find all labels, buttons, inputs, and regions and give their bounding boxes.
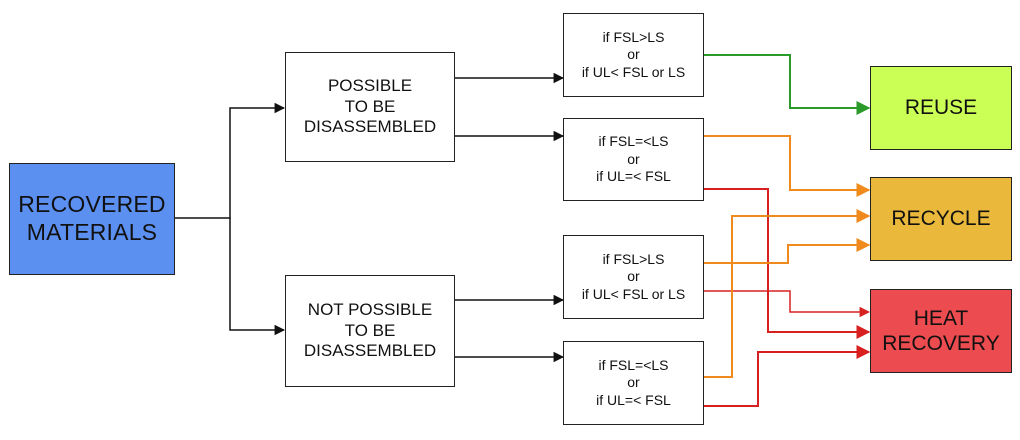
condition-2-line-1: if FSL=<LS — [598, 133, 669, 150]
condition-1-line-2: or — [627, 46, 640, 63]
condition-1-line-1: if FSL>LS — [602, 28, 665, 45]
heat-recovery-box: HEAT RECOVERY — [870, 289, 1012, 373]
arrow-cond-4-to-heat — [704, 345, 871, 407]
branch-2-line-1: NOT POSSIBLE — [307, 300, 433, 320]
recycle-box: RECYCLE — [870, 177, 1012, 261]
arrow-cond-3-to-recycle — [704, 238, 871, 264]
not-possible-disassembly-box: NOT POSSIBLE TO BE DISASSEMBLED — [285, 275, 455, 387]
condition-4-line-1: if FSL=<LS — [598, 356, 669, 373]
condition-2-line-3: if UL=< FSL — [596, 168, 671, 185]
outcome-recycle-label: RECYCLE — [891, 207, 991, 231]
branch-1-line-2: TO BE — [344, 96, 396, 116]
arrow-cond-4-to-recycle — [704, 209, 871, 378]
condition-3-line-1: if FSL>LS — [602, 250, 665, 267]
outcome-reuse-label: REUSE — [904, 96, 978, 120]
condition-3-line-2: or — [627, 268, 640, 285]
reuse-box: REUSE — [870, 66, 1012, 150]
arrow-cond-2-to-recycle — [704, 135, 871, 197]
condition-box-3: if FSL>LS or if UL< FSL or LS — [563, 235, 704, 319]
condition-4-line-2: or — [627, 374, 640, 391]
arrow-cond-1-to-reuse — [704, 54, 871, 115]
arrow-cond-3-to-heat — [704, 290, 871, 318]
condition-box-4: if FSL=<LS or if UL=< FSL — [563, 341, 704, 425]
condition-box-1: if FSL>LS or if UL< FSL or LS — [563, 13, 704, 97]
recovered-materials-box: RECOVERED MATERIALS — [9, 163, 175, 275]
branch-1-line-1: POSSIBLE — [327, 76, 413, 96]
outcome-heat-line-1: HEAT — [913, 306, 969, 330]
possible-disassembly-box: POSSIBLE TO BE DISASSEMBLED — [285, 52, 455, 162]
arrow-source-to-not-possible — [229, 218, 286, 336]
arrow-source-to-possible — [175, 102, 286, 219]
arrow-cond-2-to-heat — [704, 188, 871, 339]
source-line-2: MATERIALS — [26, 219, 158, 245]
source-line-1: RECOVERED — [18, 191, 166, 218]
condition-box-2: if FSL=<LS or if UL=< FSL — [563, 118, 704, 201]
condition-1-line-3: if UL< FSL or LS — [581, 63, 686, 80]
branch-1-line-3: DISASSEMBLED — [303, 117, 437, 137]
branch-2-line-3: DISASSEMBLED — [303, 341, 437, 361]
branch-2-line-2: TO BE — [344, 320, 396, 340]
condition-2-line-2: or — [627, 150, 640, 167]
condition-3-line-3: if UL< FSL or LS — [581, 285, 686, 302]
outcome-heat-line-2: RECOVERY — [882, 332, 1000, 355]
condition-4-line-3: if UL=< FSL — [596, 391, 671, 408]
